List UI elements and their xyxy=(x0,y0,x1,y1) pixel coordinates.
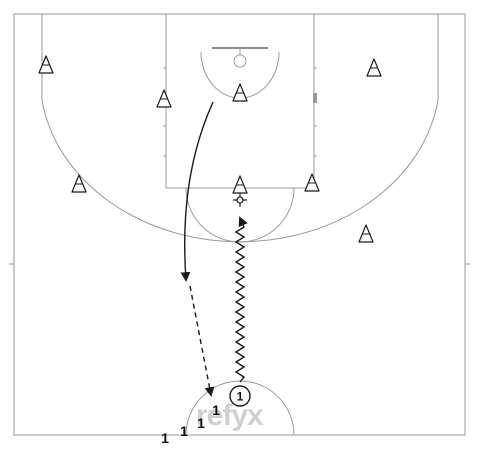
cone-icon xyxy=(71,174,87,193)
basket-icon xyxy=(233,54,247,68)
line-player-label: 1 xyxy=(180,423,188,439)
cone-icon xyxy=(232,83,248,102)
cone-icon xyxy=(232,175,248,194)
cone-icon xyxy=(358,224,374,243)
line-player-label: 1 xyxy=(161,430,169,446)
cone-icon xyxy=(38,55,54,74)
court-boundary xyxy=(13,13,466,436)
free-throw-circle xyxy=(185,187,295,243)
cone-icon xyxy=(304,173,320,192)
lane-hash-marks xyxy=(163,67,317,157)
line-player-label: 1 xyxy=(212,402,220,418)
pass-path-dashed xyxy=(189,285,215,397)
dribble-path xyxy=(234,216,248,383)
cone-icon xyxy=(366,58,382,77)
screen-marker-icon xyxy=(233,193,247,207)
player-1: 1 xyxy=(229,385,251,407)
watermark-text: refyx xyxy=(196,399,264,432)
cone-icon xyxy=(156,89,172,108)
player-1-label: 1 xyxy=(237,390,244,404)
cut-path-solid xyxy=(180,101,214,282)
line-player-label: 1 xyxy=(197,415,205,431)
